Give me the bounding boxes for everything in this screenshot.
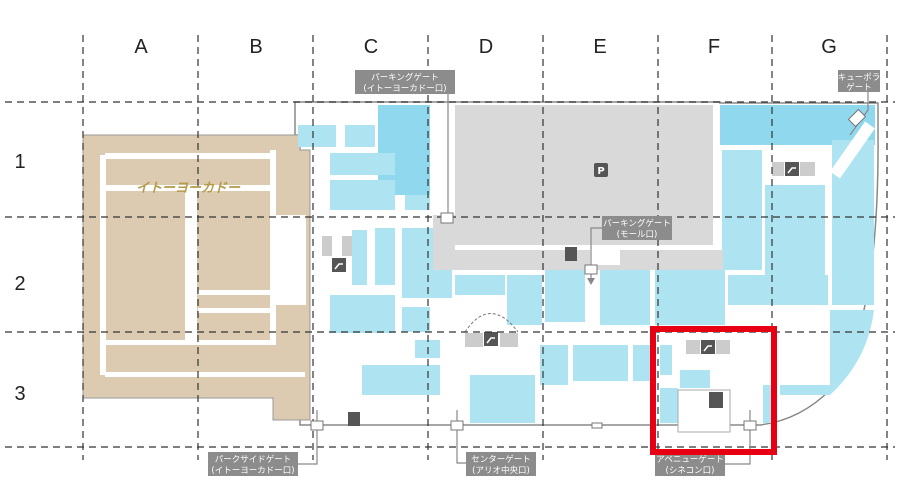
gate-parkside[interactable]: パークサイドゲート (イトーヨーカドー口)	[208, 410, 324, 476]
gate-label: (イトーヨーカドー口)	[211, 466, 294, 476]
column-label-d: D	[479, 36, 493, 58]
gate-label: アベニューゲート	[656, 454, 724, 465]
highlight-box-f3	[650, 326, 777, 455]
elevator-icon	[348, 412, 360, 426]
gate-parking-ito-yokado[interactable]: パーキングゲート (イトーヨーカドー口)	[355, 70, 455, 224]
gate-cupola[interactable]: キューポラ ゲート	[830, 70, 881, 179]
shops	[298, 105, 875, 423]
anchor-store-name: イトーヨーカドー	[136, 181, 241, 196]
elevator-icons	[348, 247, 731, 433]
gate-label: キューポラ	[838, 73, 881, 83]
gate-label: (シネコン口)	[666, 466, 715, 476]
column-label-b: B	[249, 36, 262, 58]
escalator-icons	[322, 162, 815, 354]
column-label-g: G	[821, 36, 837, 58]
column-label-c: C	[364, 36, 378, 58]
gate-label: パーキングゲート	[603, 218, 671, 229]
row-labels: 1 2 3	[14, 151, 25, 405]
gate-label: (イトーヨーカドー口)	[363, 84, 446, 94]
gate-label: パーキングゲート	[371, 72, 439, 83]
anchor-store-ito-yokado[interactable]: イトーヨーカドー	[82, 134, 311, 421]
row-label-1: 1	[14, 151, 25, 173]
elevator-icon	[565, 247, 577, 261]
column-label-a: A	[134, 36, 148, 58]
row-label-2: 2	[14, 273, 25, 295]
gate-label: センターゲート	[471, 454, 531, 465]
gate-label: (モール口)	[617, 230, 658, 240]
escalator-icon	[465, 332, 518, 347]
column-label-e: E	[593, 36, 606, 58]
row-label-3: 3	[14, 383, 25, 405]
gate-label: (アリオ中央口)	[472, 465, 530, 476]
gate-avenue[interactable]: アベニューゲート (シネコン口)	[591, 410, 757, 476]
escalator-icon	[322, 236, 352, 272]
escalator-icon	[772, 162, 815, 176]
gate-parking-mall[interactable]: パーキングゲート (モール口)	[584, 216, 672, 285]
column-labels: A B C D E F G	[134, 36, 836, 58]
gate-center[interactable]: センターゲート (アリオ中央口)	[450, 410, 536, 476]
elevator-icon	[709, 392, 723, 408]
column-label-f: F	[708, 36, 720, 58]
parking-icon: P	[597, 166, 604, 177]
gate-label: ゲート	[846, 82, 872, 93]
escalator-icon	[686, 340, 730, 354]
gate-label: パークサイドゲート	[215, 454, 292, 465]
